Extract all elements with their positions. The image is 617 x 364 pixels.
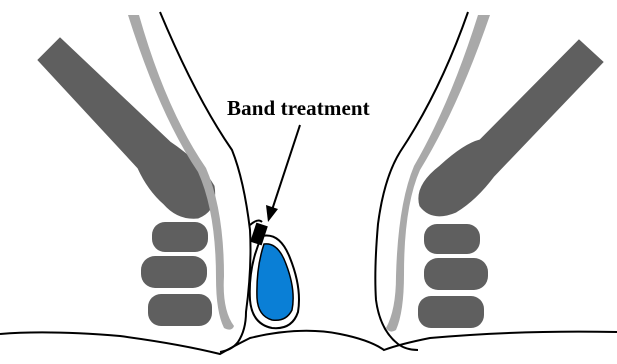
right-sphincter-block-1 <box>424 224 480 254</box>
banded-hemorrhoid <box>250 223 299 329</box>
right-sphincter-block-2 <box>424 258 488 290</box>
arrow-head <box>266 205 278 222</box>
right-wall <box>375 12 603 350</box>
right-sphincter-block-3 <box>418 296 484 328</box>
skin-contour <box>0 331 617 354</box>
left-wall <box>38 12 262 352</box>
left-levator-muscle <box>38 38 215 218</box>
left-sphincter-block-2 <box>141 256 207 288</box>
left-sphincter-block-1 <box>152 222 208 252</box>
band-treatment-label: Band treatment <box>227 96 370 121</box>
left-sphincter-block-3 <box>148 294 212 326</box>
arrow-shaft <box>272 125 300 210</box>
annotation-arrow <box>266 125 300 222</box>
